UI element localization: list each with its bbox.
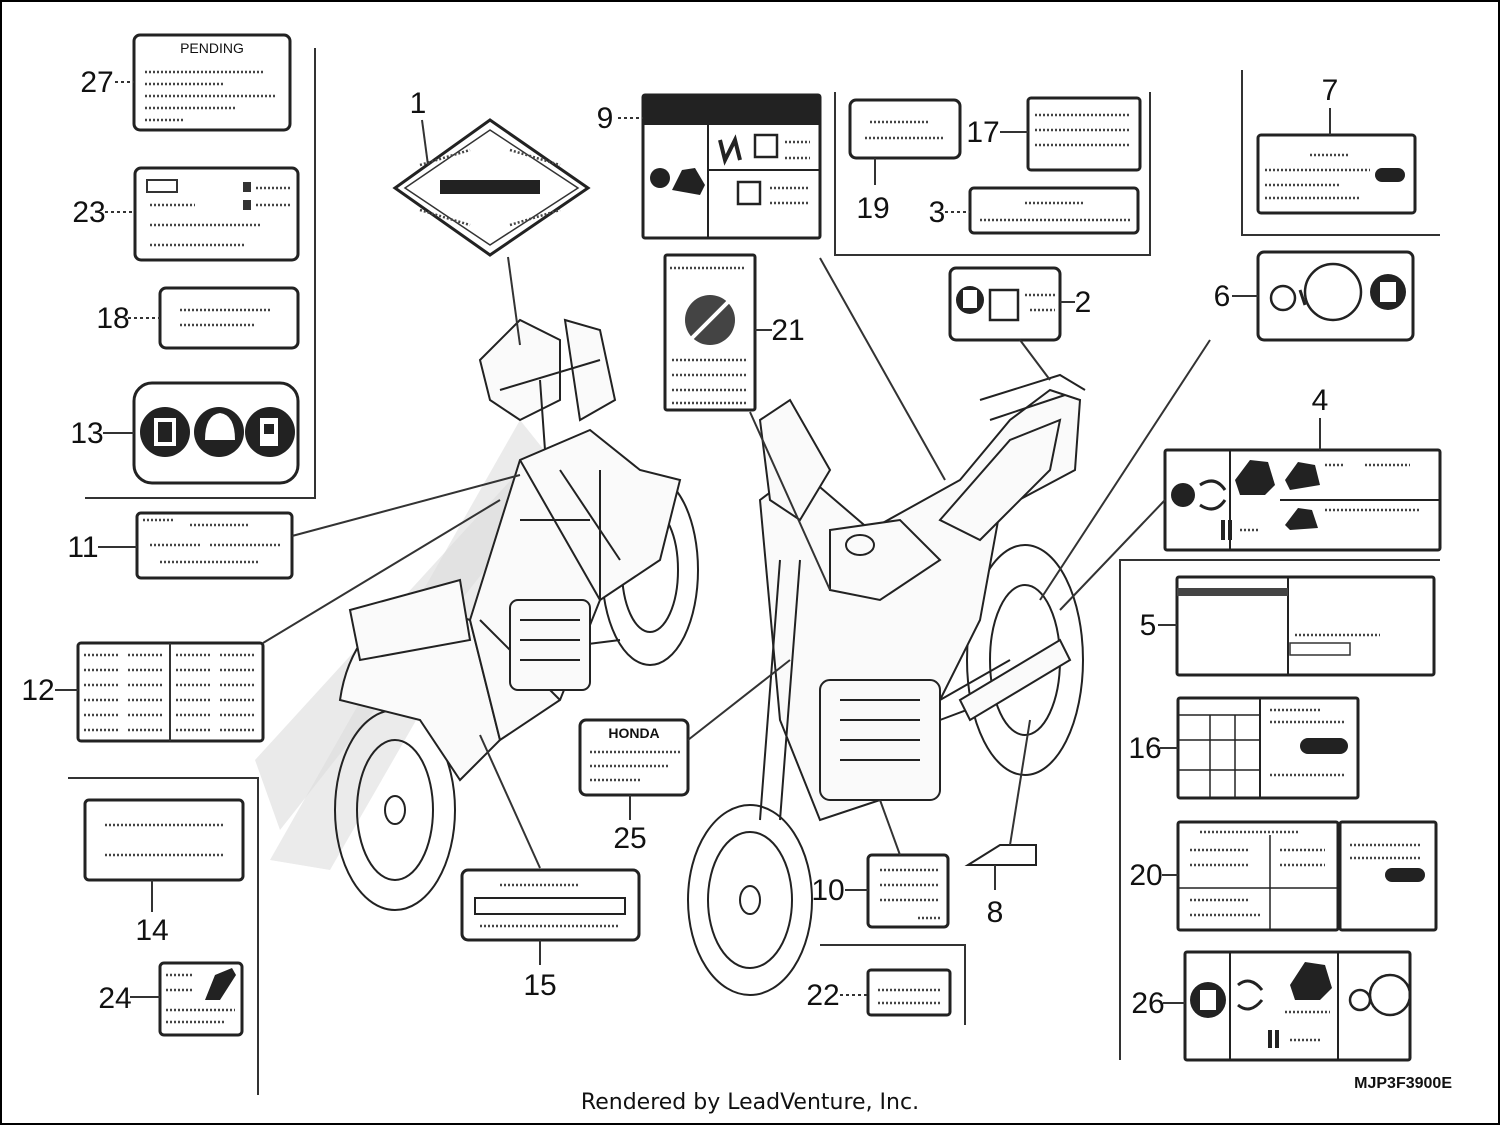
tire-icon xyxy=(1199,479,1227,511)
callout-11: 11 xyxy=(67,531,98,564)
label-2 xyxy=(948,266,1062,342)
callout-20: 20 xyxy=(1129,859,1162,892)
callout-26: 26 xyxy=(1131,987,1164,1020)
callout-19: 19 xyxy=(856,192,889,225)
callout-8: 8 xyxy=(987,896,1004,929)
leader-lines xyxy=(55,81,1331,1004)
tire-pressure-icon xyxy=(1375,168,1405,182)
callout-3: 3 xyxy=(929,196,946,229)
callout-7: 7 xyxy=(1322,74,1339,107)
diagram-code: MJP3F3900E xyxy=(1354,1075,1452,1092)
luggage-icon xyxy=(988,288,1020,322)
luggage-icon xyxy=(753,133,779,159)
callout-23: 23 xyxy=(72,196,105,229)
label-26 xyxy=(1183,950,1412,1062)
separator-lines xyxy=(68,48,1440,1095)
label-27-title: PENDING xyxy=(180,40,244,56)
label-23 xyxy=(133,166,300,262)
callout-1: 1 xyxy=(410,87,427,120)
label-19 xyxy=(848,98,962,160)
tire-pressure-icon xyxy=(1300,738,1348,754)
rider-luggage-icon xyxy=(1285,508,1318,530)
label-15 xyxy=(460,868,641,942)
label-25: HONDA xyxy=(578,718,690,797)
callout-numbers: 1 2 3 4 5 6 7 8 9 10 11 12 13 14 15 16 1… xyxy=(21,66,1338,1020)
label-1 xyxy=(392,118,591,257)
label-13 xyxy=(132,381,300,485)
right-motorcycle-illustration xyxy=(687,373,1086,996)
label-4 xyxy=(1163,448,1442,552)
label-21 xyxy=(663,253,757,412)
label-27: PENDING xyxy=(132,33,292,132)
label-3 xyxy=(968,186,1140,235)
label-11 xyxy=(135,511,294,580)
label-25-brand: HONDA xyxy=(608,725,659,741)
callout-15: 15 xyxy=(523,969,556,1002)
rider-passenger-icon xyxy=(1285,462,1320,490)
callout-22: 22 xyxy=(806,979,839,1012)
callout-9: 9 xyxy=(597,102,614,135)
label-8 xyxy=(964,844,1037,866)
label-17 xyxy=(1026,96,1142,172)
rider-icon xyxy=(1235,460,1275,495)
luggage-icon-2 xyxy=(736,180,762,206)
left-motorcycle-illustration xyxy=(255,318,699,911)
gloved-hand-icon xyxy=(205,968,236,1000)
label-20 xyxy=(1176,820,1438,932)
callout-12: 12 xyxy=(21,674,54,707)
label-14 xyxy=(83,798,245,882)
callout-6: 6 xyxy=(1214,280,1231,313)
footer-credit: Rendered by LeadVenture, Inc. xyxy=(580,1090,920,1115)
label-6 xyxy=(1256,250,1415,342)
callout-24: 24 xyxy=(98,982,131,1015)
callout-10: 10 xyxy=(811,874,844,907)
label-18 xyxy=(158,286,300,350)
label-9 xyxy=(641,93,822,240)
callout-27: 27 xyxy=(80,66,113,99)
rider-icon xyxy=(672,168,705,195)
label-7 xyxy=(1256,133,1417,215)
tire-pressure-icon xyxy=(1385,868,1425,882)
label-24 xyxy=(158,961,244,1037)
label-10 xyxy=(866,853,950,929)
callout-25: 25 xyxy=(613,822,646,855)
manual-icon xyxy=(650,168,670,188)
callout-16: 16 xyxy=(1128,732,1161,765)
callout-5: 5 xyxy=(1140,609,1157,642)
rider-icon xyxy=(1290,962,1332,1000)
wheel-icon xyxy=(1303,262,1363,322)
manual-icon xyxy=(1171,483,1195,507)
callout-14: 14 xyxy=(135,914,168,947)
label-16 xyxy=(1176,696,1360,800)
callout-2: 2 xyxy=(1075,286,1092,319)
callout-21: 21 xyxy=(771,314,804,347)
label-5 xyxy=(1175,575,1436,677)
tire-icon xyxy=(1237,979,1264,1011)
label-12 xyxy=(76,641,265,743)
callout-18: 18 xyxy=(96,302,129,335)
chain-icon xyxy=(1269,284,1297,312)
label-22 xyxy=(866,968,952,1017)
wheel-icon xyxy=(1368,973,1412,1017)
callout-17: 17 xyxy=(966,116,999,149)
callout-4: 4 xyxy=(1312,384,1329,417)
callout-13: 13 xyxy=(70,417,103,450)
passengers-icon xyxy=(718,134,742,166)
